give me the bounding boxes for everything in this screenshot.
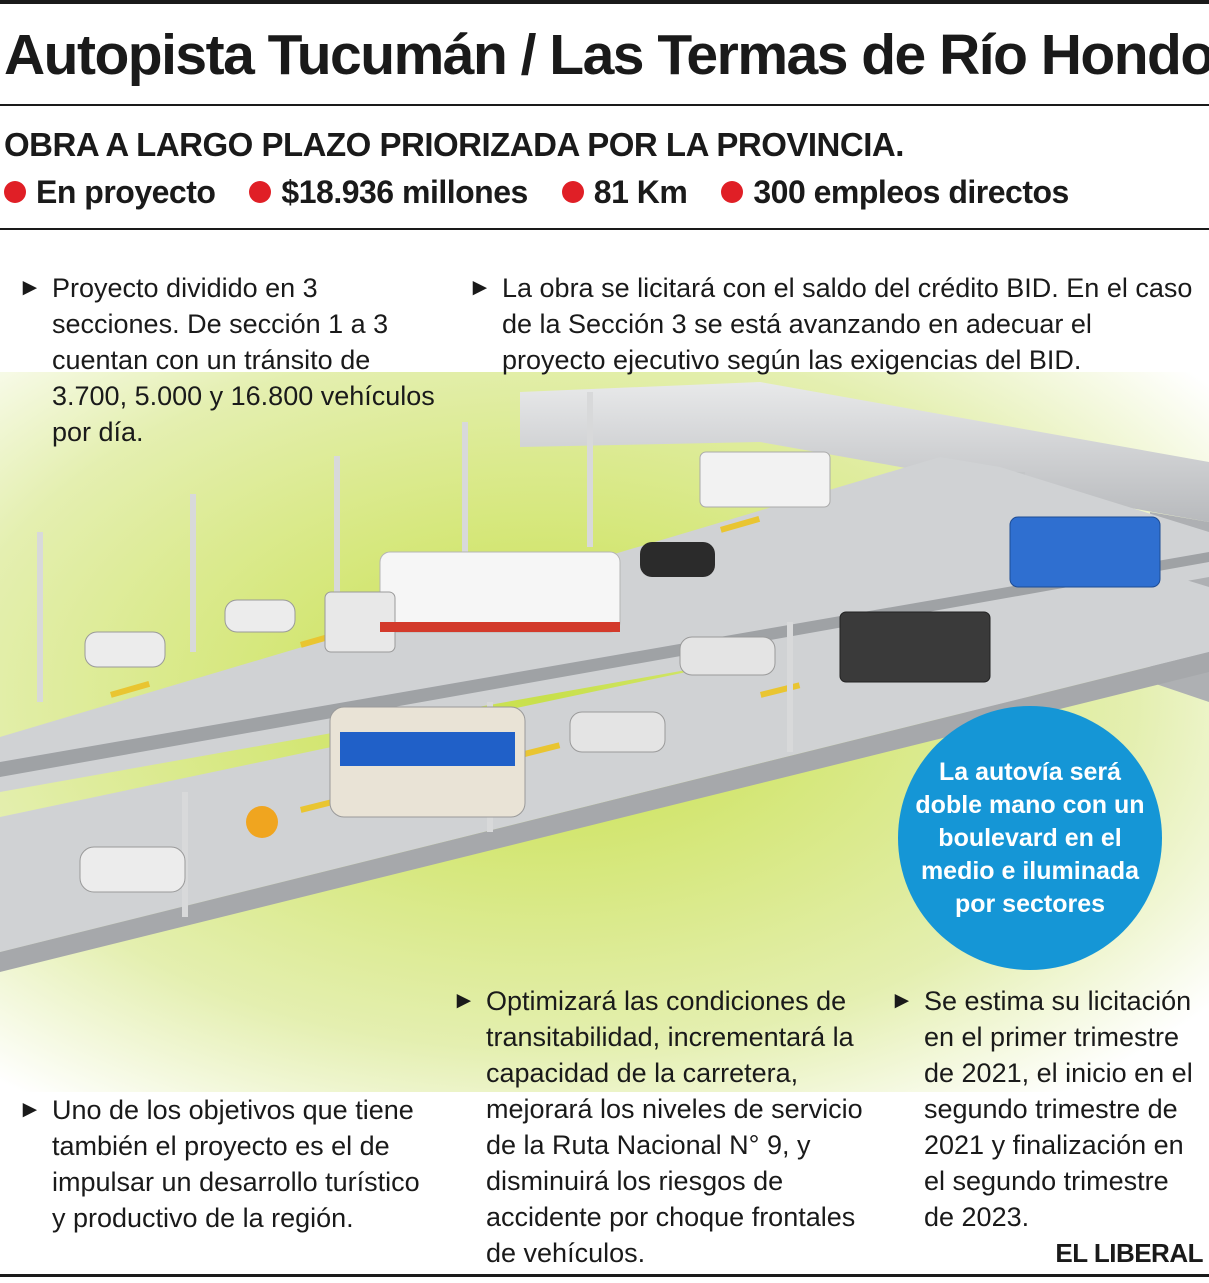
truck-trailer [379, 551, 621, 633]
triangle-right-icon: ► [468, 274, 492, 301]
street-lamps [37, 392, 793, 917]
truck-dark [839, 611, 991, 683]
facts-divider [0, 228, 1209, 230]
car-silver [569, 711, 666, 753]
vehicles [79, 451, 1161, 893]
note-improvements: ► Optimizará las condiciones de transita… [452, 983, 886, 1271]
title-divider [0, 104, 1209, 106]
triangle-right-icon: ► [18, 1096, 42, 1123]
triangle-right-icon: ► [890, 987, 914, 1014]
callout-text: La autovía será doble mano con un boulev… [915, 757, 1145, 918]
fact-label: $18.936 millones [281, 173, 528, 210]
fact-budget: $18.936 millones [249, 173, 528, 211]
note-schedule: ► Se estima su licitación en el primer t… [890, 983, 1194, 1235]
note-text: Uno de los objetivos que tiene también e… [52, 1095, 420, 1233]
note-bid: ► La obra se licitará con el saldo del c… [468, 270, 1202, 378]
bus-blue [1009, 516, 1161, 588]
fact-status: En proyecto [4, 173, 216, 211]
car-silver [679, 636, 776, 676]
note-text: Se estima su licitación en el primer tri… [924, 986, 1193, 1232]
bullet-dot-icon [561, 181, 584, 203]
callout-circle: La autovía será doble mano con un boulev… [898, 706, 1162, 970]
fact-jobs: 300 empleos directos [721, 173, 1069, 211]
car-white [84, 631, 166, 668]
car-black [640, 542, 715, 577]
bullet-dot-icon [4, 181, 26, 203]
top-rule [0, 0, 1209, 4]
fact-label: 81 Km [593, 173, 688, 210]
brand-logo: EL LIBERAL [1055, 1238, 1203, 1268]
fact-label: En proyecto [36, 173, 216, 210]
fact-length: 81 Km [561, 173, 688, 211]
fact-label: 300 empleos directos [753, 173, 1069, 210]
motorcycle [246, 806, 278, 838]
car-white [224, 599, 296, 633]
note-objectives: ► Uno de los objetivos que tiene también… [18, 1092, 432, 1236]
page-subtitle: OBRA A LARGO PLAZO PRIORIZADA POR LA PRO… [4, 126, 904, 163]
note-text: La obra se licitará con el saldo del cré… [502, 273, 1193, 375]
facts-row: En proyecto $18.936 millones 81 Km 300 e… [4, 172, 1103, 212]
bullet-dot-icon [249, 181, 272, 203]
truck-far [699, 451, 831, 508]
car-white [79, 846, 186, 893]
triangle-right-icon: ► [452, 987, 476, 1014]
triangle-right-icon: ► [18, 274, 42, 301]
page-title: Autopista Tucumán / Las Termas de Río Ho… [4, 23, 1209, 87]
bullet-dot-icon [721, 181, 744, 203]
bottom-rule [0, 1274, 1209, 1277]
note-text: Proyecto dividido en 3 secciones. De sec… [52, 273, 435, 447]
note-text: Optimizará las condiciones de transitabi… [486, 986, 863, 1268]
note-sections: ► Proyecto dividido en 3 secciones. De s… [18, 270, 442, 450]
